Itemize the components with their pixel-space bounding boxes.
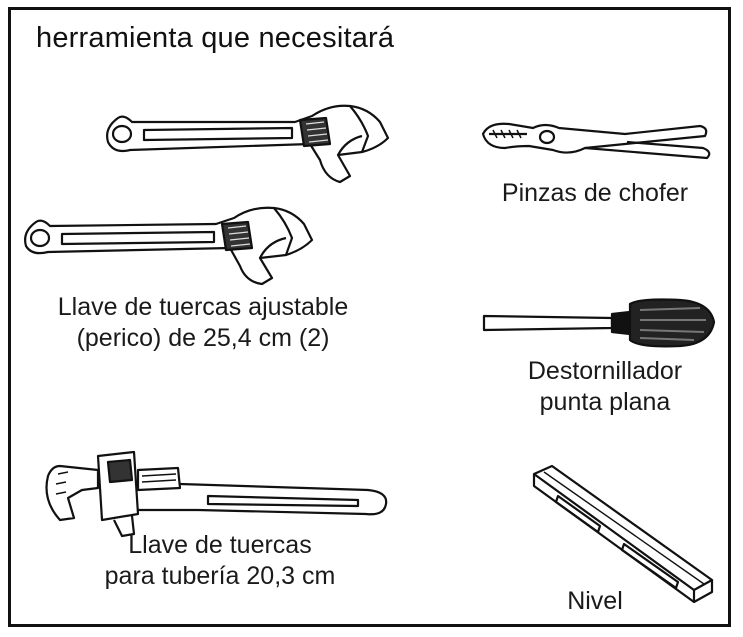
page-title: herramienta que necesitará bbox=[36, 22, 395, 54]
level-label-line1: Nivel bbox=[567, 587, 623, 615]
pliers-label: Pinzas de chofer bbox=[485, 178, 705, 209]
pipe-wrench-label-line1: Llave de tuercas bbox=[128, 531, 312, 559]
pipe-wrench-illustration bbox=[38, 440, 398, 540]
adjustable-wrench-label-line2: (perico) de 25,4 cm (2) bbox=[76, 324, 330, 352]
level-label: Nivel bbox=[540, 586, 650, 617]
adjustable-wrench-bottom-illustration bbox=[20, 200, 330, 290]
pipe-wrench-label: Llave de tuercas para tubería 20,3 cm bbox=[80, 530, 360, 592]
adjustable-wrench-top-illustration bbox=[100, 100, 400, 190]
level-illustration bbox=[528, 462, 718, 612]
adjustable-wrench-label-line1: Llave de tuercas ajustable bbox=[57, 293, 349, 321]
pliers-label-line1: Pinzas de chofer bbox=[501, 179, 689, 207]
adjustable-wrench-label: Llave de tuercas ajustable (perico) de 2… bbox=[28, 292, 378, 354]
screwdriver-label-line1: Destornillador bbox=[527, 357, 683, 385]
screwdriver-label-line2: punta plana bbox=[539, 388, 671, 416]
screwdriver-illustration bbox=[480, 296, 720, 356]
pipe-wrench-label-line2: para tubería 20,3 cm bbox=[104, 562, 336, 590]
pliers-illustration bbox=[475, 112, 715, 172]
screwdriver-label: Destornillador punta plana bbox=[495, 356, 715, 418]
